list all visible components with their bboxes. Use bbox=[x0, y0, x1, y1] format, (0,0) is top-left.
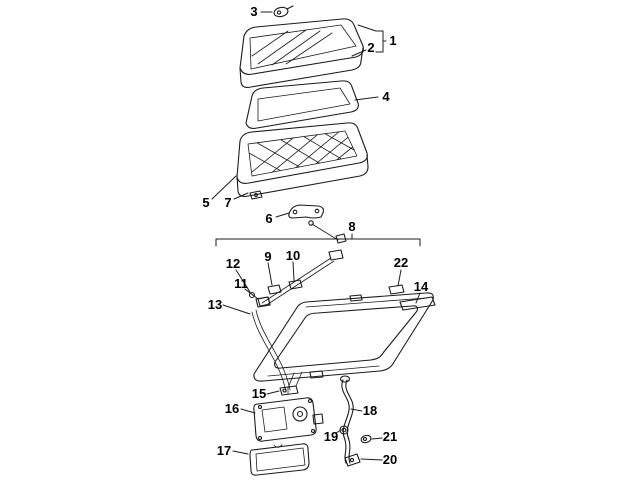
glass-panel-drawing bbox=[239, 18, 364, 88]
callout-8: 8 bbox=[348, 219, 355, 234]
callout-18: 18 bbox=[363, 403, 377, 418]
callout-14: 14 bbox=[414, 279, 429, 294]
callout-1: 1 bbox=[389, 33, 396, 48]
callout-11: 11 bbox=[234, 276, 248, 291]
callout-2: 2 bbox=[367, 40, 374, 55]
cable-guide-drawing bbox=[308, 220, 347, 244]
callout-10: 10 bbox=[286, 248, 300, 263]
callout-21: 21 bbox=[383, 429, 397, 444]
callout-5: 5 bbox=[202, 195, 209, 210]
callout-9: 9 bbox=[264, 249, 271, 264]
callout-16: 16 bbox=[225, 401, 239, 416]
callout-labels: 1 2 3 4 5 6 7 8 9 10 11 12 13 14 15 16 1… bbox=[202, 4, 429, 467]
motor-assembly-drawing bbox=[253, 397, 324, 442]
callout-20: 20 bbox=[383, 452, 397, 467]
callout-19: 19 bbox=[324, 429, 338, 444]
seal-frame-drawing bbox=[245, 80, 359, 129]
callout-13: 13 bbox=[208, 297, 222, 312]
callout-7: 7 bbox=[224, 195, 231, 210]
drain-tube-drawing bbox=[339, 375, 372, 467]
sunshade-frame-drawing bbox=[236, 122, 369, 200]
cover-plate-drawing bbox=[249, 443, 310, 476]
clip-part-drawing bbox=[273, 5, 294, 18]
callout-12: 12 bbox=[226, 256, 240, 271]
link-lever-drawing bbox=[288, 204, 324, 219]
callout-3: 3 bbox=[250, 4, 257, 19]
housing-frame-drawing bbox=[253, 292, 434, 389]
callout-22: 22 bbox=[394, 255, 408, 270]
callout-6: 6 bbox=[265, 211, 272, 226]
guide-clips-drawing bbox=[248, 279, 436, 311]
callout-17: 17 bbox=[217, 443, 231, 458]
callout-4: 4 bbox=[382, 89, 390, 104]
leader-lines bbox=[211, 11, 421, 461]
small-bracket-drawing bbox=[279, 385, 299, 396]
callout-15: 15 bbox=[252, 386, 266, 401]
